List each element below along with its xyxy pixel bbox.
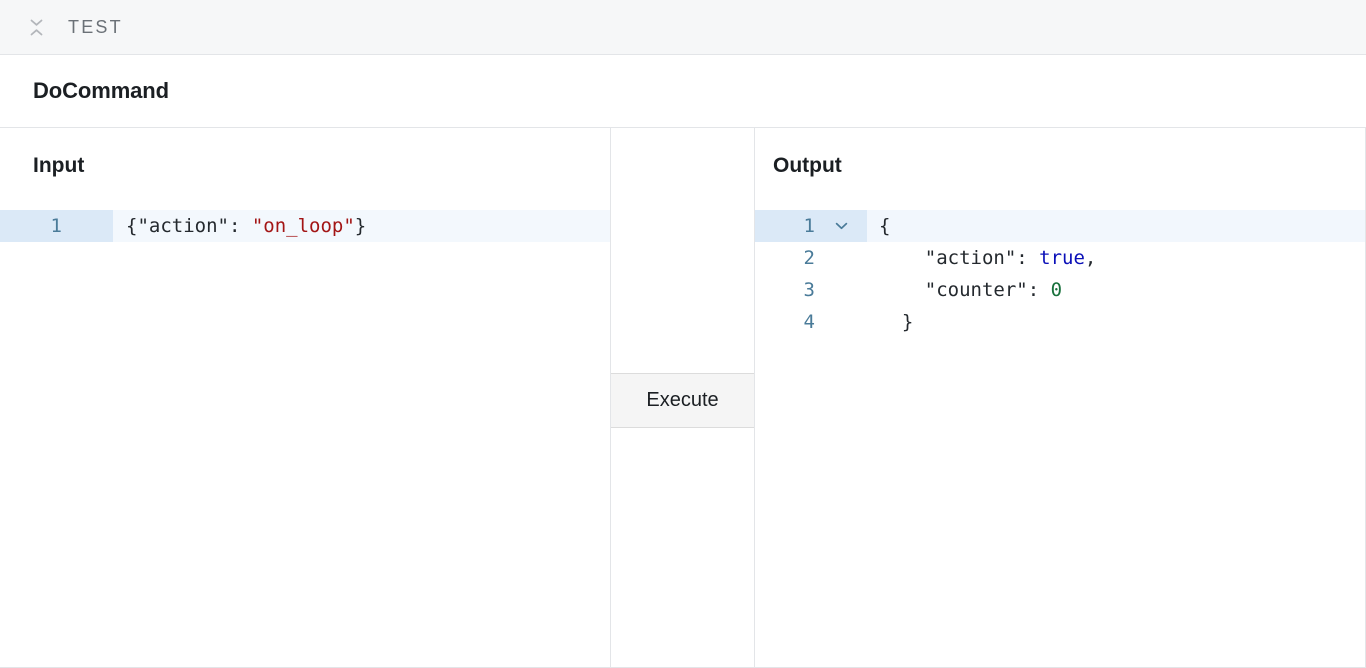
code-line[interactable]: 4 }: [755, 306, 1365, 338]
panels-container: Input 1{"action": "on_loop"} Execute Out…: [0, 128, 1366, 668]
chevron-down-icon[interactable]: [815, 210, 867, 242]
code-text: }: [867, 306, 1365, 338]
code-token-pun: {: [879, 215, 891, 237]
line-number: 3: [803, 279, 815, 301]
line-number: 2: [803, 247, 815, 269]
code-token-pun: }: [879, 311, 914, 333]
line-number: 4: [803, 311, 815, 333]
code-token-pun: ,: [1084, 247, 1097, 269]
code-line[interactable]: 1{"action": "on_loop"}: [0, 210, 610, 242]
fold-spacer: [815, 274, 867, 306]
code-text: "action": true,: [867, 242, 1365, 274]
page-title: DoCommand: [33, 78, 169, 103]
code-token-key: "action":: [879, 247, 1040, 269]
output-label: Output: [773, 154, 842, 177]
execute-panel: Execute: [610, 128, 755, 667]
input-panel: Input 1{"action": "on_loop"}: [0, 128, 610, 667]
code-text: {: [867, 210, 1365, 242]
test-label: TEST: [68, 16, 123, 37]
fold-spacer: [815, 306, 867, 338]
code-line[interactable]: 2 "action": true,: [755, 242, 1365, 274]
execute-button-wrap: Execute: [611, 373, 754, 428]
input-code-editor[interactable]: 1{"action": "on_loop"}: [0, 210, 610, 242]
execute-button[interactable]: Execute: [611, 373, 754, 428]
line-number: 1: [0, 210, 113, 242]
command-header: DoCommand: [0, 55, 1366, 128]
code-token-str: "on_loop": [251, 215, 355, 237]
input-label: Input: [33, 154, 85, 177]
fold-spacer: [815, 242, 867, 274]
output-panel: Output 1{2 "action": true,3 "counter": 0…: [755, 128, 1366, 667]
line-number: 1: [755, 210, 815, 242]
code-text: "counter": 0: [867, 274, 1365, 306]
code-line[interactable]: 3 "counter": 0: [755, 274, 1365, 306]
code-line[interactable]: 1{: [755, 210, 1365, 242]
code-token-bool: true: [1039, 247, 1085, 269]
code-text: {"action": "on_loop"}: [113, 210, 610, 242]
test-header-bar: TEST: [0, 0, 1366, 55]
code-token-num: 0: [1050, 279, 1063, 301]
code-token-pun: {"action":: [126, 215, 252, 237]
code-token-key: "counter":: [879, 279, 1051, 301]
collapse-chevrons-icon[interactable]: [26, 16, 46, 38]
code-token-pun: }: [354, 215, 367, 237]
